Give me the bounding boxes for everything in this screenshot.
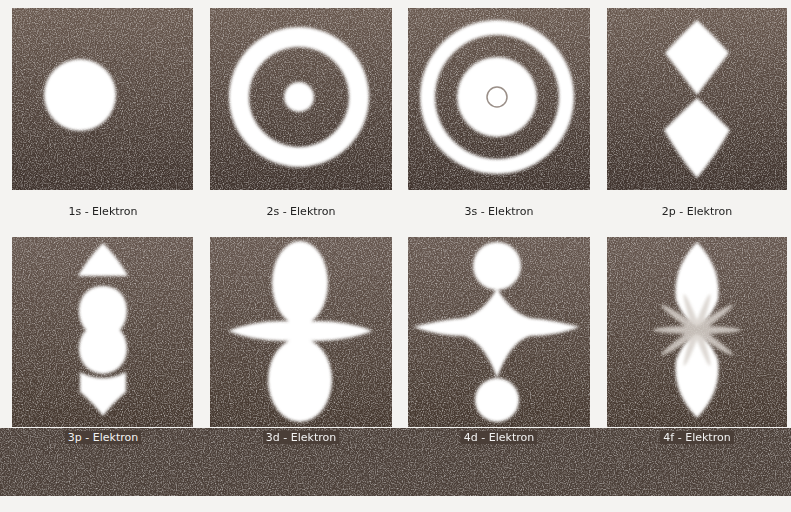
grain-texture	[0, 8, 791, 496]
orbital-label: 2s - Elektron	[266, 205, 335, 218]
orbital-label: 4f - Elektron	[660, 431, 733, 444]
orbital-shapes	[44, 20, 730, 422]
orbital-petals	[653, 293, 741, 367]
orbital-label: 4d - Elektron	[461, 431, 537, 444]
orbital-label: 1s - Elektron	[68, 205, 137, 218]
orbital-label: 3d - Elektron	[263, 431, 339, 444]
orbital-label: 3p - Elektron	[65, 431, 141, 444]
orbital-label: 2p - Elektron	[662, 205, 732, 218]
orbital-label: 3s - Elektron	[464, 205, 533, 218]
panel-grounds	[0, 8, 791, 496]
inner-node-ring	[487, 87, 507, 107]
